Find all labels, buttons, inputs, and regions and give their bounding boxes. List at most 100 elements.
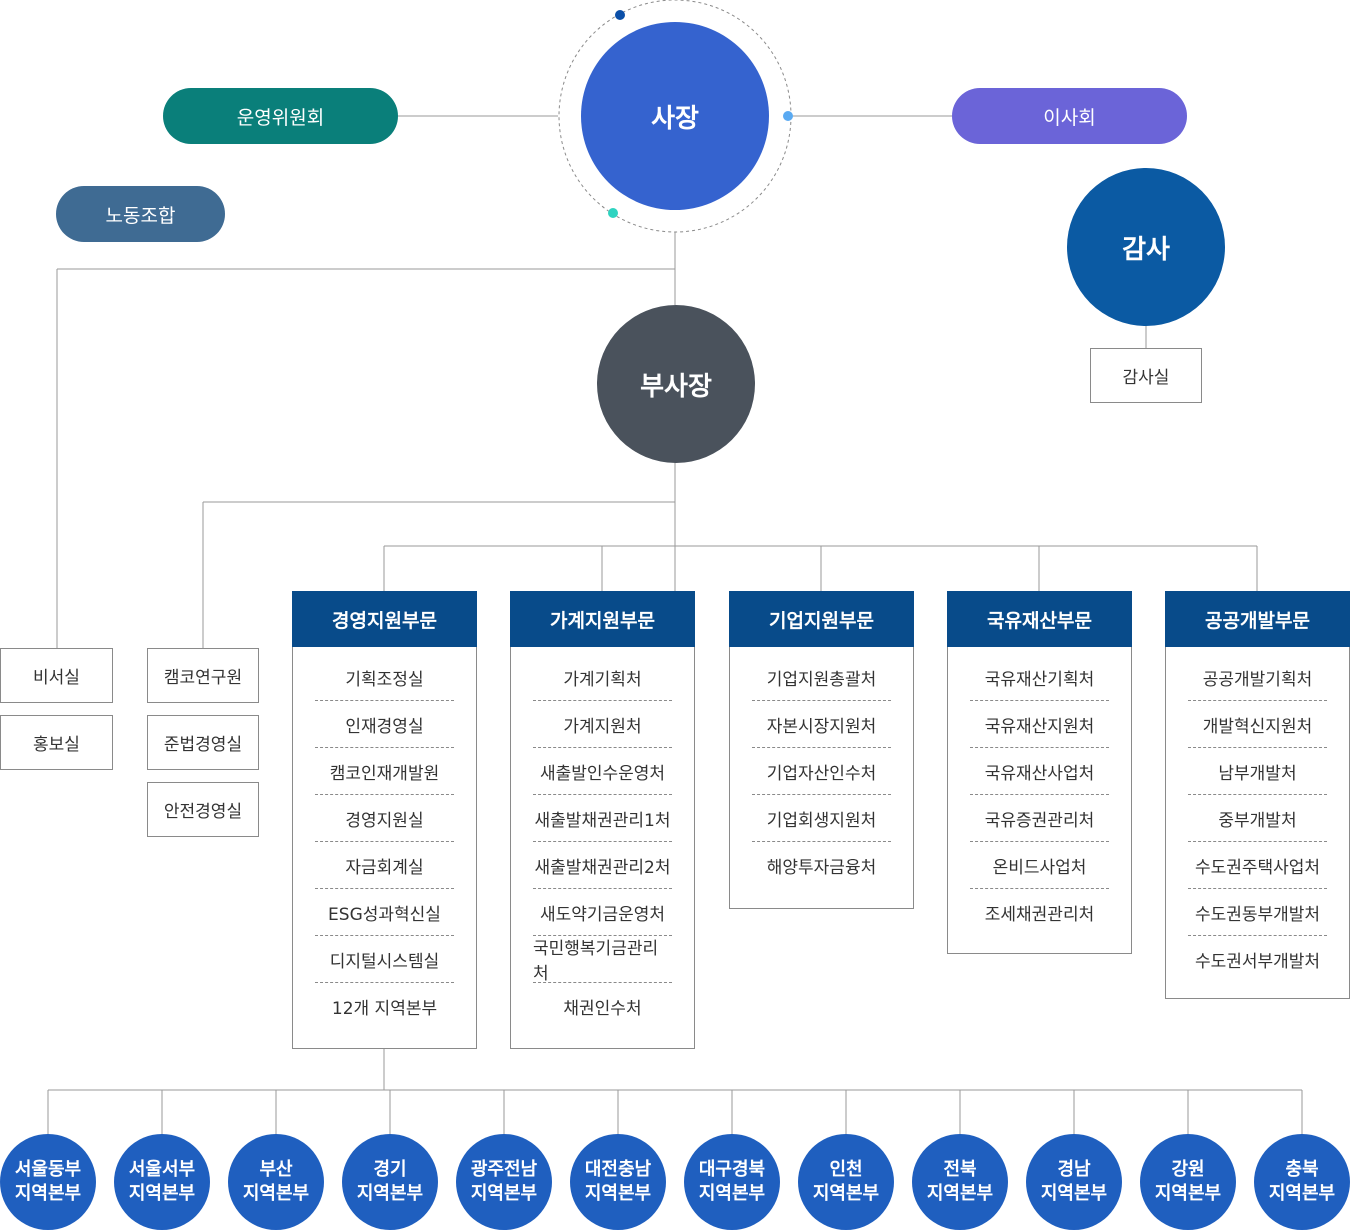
division-item: 수도권동부개발처 — [1188, 889, 1327, 936]
region-name: 전북 — [943, 1159, 977, 1180]
staff-box-secretary: 비서실 — [0, 648, 113, 703]
region-daegu-gyeongbuk: 대구경북 지역본부 — [684, 1134, 780, 1230]
auditor-node: 감사 — [1067, 168, 1225, 326]
division-header: 경영지원부문 — [292, 591, 477, 647]
ring-dot-teal — [608, 208, 618, 218]
region-name: 경남 — [1057, 1159, 1091, 1180]
labor-union-label: 노동조합 — [105, 204, 176, 227]
division-item: 새출발채권관리2처 — [533, 842, 672, 889]
division-item: 공공개발기획처 — [1188, 654, 1327, 701]
staff-label: 홍보실 — [33, 735, 80, 755]
division-item: 기업지원총괄처 — [752, 654, 891, 701]
division-item: 국유재산기획처 — [970, 654, 1109, 701]
region-gyeongnam: 경남 지역본부 — [1026, 1134, 1122, 1230]
region-name: 대전충남 — [584, 1159, 652, 1180]
region-suffix: 지역본부 — [812, 1183, 880, 1204]
region-suffix: 지역본부 — [698, 1183, 766, 1204]
operating-committee-node: 운영위원회 — [163, 88, 398, 144]
division-item: 중부개발처 — [1188, 795, 1327, 842]
region-chungbuk: 충북 지역본부 — [1254, 1134, 1350, 1230]
division-item: 기업자산인수처 — [752, 748, 891, 795]
vice-president-label: 부사장 — [640, 371, 712, 402]
staff-box-compliance: 준법경영실 — [147, 715, 259, 770]
audit-office-box: 감사실 — [1090, 348, 1202, 403]
president-label: 사장 — [651, 103, 699, 134]
staff-label: 준법경영실 — [163, 735, 243, 755]
division-item: 가계기획처 — [533, 654, 672, 701]
division-item: 국유재산사업처 — [970, 748, 1109, 795]
division-item: 기획조정실 — [315, 654, 454, 701]
division-item: 새출발인수운영처 — [533, 748, 672, 795]
audit-office-label: 감사실 — [1122, 368, 1170, 388]
division-item: 남부개발처 — [1188, 748, 1327, 795]
operating-committee-label: 운영위원회 — [236, 106, 325, 129]
board-label: 이사회 — [1043, 106, 1096, 129]
region-suffix: 지역본부 — [1268, 1183, 1336, 1204]
region-name: 충북 — [1285, 1159, 1319, 1180]
auditor-label: 감사 — [1122, 234, 1170, 265]
region-name: 대구경북 — [698, 1159, 766, 1180]
division-header: 공공개발부문 — [1165, 591, 1350, 647]
region-name: 강원 — [1171, 1159, 1205, 1180]
division-item: 새도약기금운영처 — [533, 889, 672, 936]
division-corporate-support: 기업지원부문 기업지원총괄처 자본시장지원처 기업자산인수처 기업회생지원처 해… — [729, 591, 914, 909]
region-name: 부산 — [259, 1159, 293, 1180]
staff-label: 캠코연구원 — [163, 668, 243, 688]
division-item: 국유증권관리처 — [970, 795, 1109, 842]
staff-box-research: 캠코연구원 — [147, 648, 259, 703]
division-item: 자금회계실 — [315, 842, 454, 889]
division-item: 12개 지역본부 — [331, 999, 438, 1019]
division-public-development: 공공개발부문 공공개발기획처 개발혁신지원처 남부개발처 중부개발처 수도권주택… — [1165, 591, 1350, 999]
vice-president-node: 부사장 — [597, 305, 755, 463]
region-suffix: 지역본부 — [128, 1183, 196, 1204]
division-item: ESG성과혁신실 — [315, 889, 454, 936]
division-item: 해양투자금융처 — [766, 858, 877, 878]
division-item: 국유재산지원처 — [970, 701, 1109, 748]
division-item: 채권인수처 — [563, 999, 642, 1019]
division-item: 디지털시스템실 — [315, 936, 454, 983]
staff-label: 비서실 — [33, 668, 80, 688]
division-header: 국유재산부문 — [947, 591, 1132, 647]
division-management-support: 경영지원부문 기획조정실 인재경영실 캠코인재개발원 경영지원실 자금회계실 E… — [292, 591, 477, 1049]
division-item: 수도권주택사업처 — [1188, 842, 1327, 889]
ring-dot-blue — [615, 10, 625, 20]
region-suffix: 지역본부 — [1154, 1183, 1222, 1204]
division-item: 수도권서부개발처 — [1194, 952, 1321, 972]
division-header: 기업지원부문 — [729, 591, 914, 647]
division-state-property: 국유재산부문 국유재산기획처 국유재산지원처 국유재산사업처 국유증권관리처 온… — [947, 591, 1132, 954]
division-item: 개발혁신지원처 — [1188, 701, 1327, 748]
division-item: 조세채권관리처 — [984, 905, 1095, 925]
division-household-support: 가계지원부문 가계기획처 가계지원처 새출발인수운영처 새출발채권관리1처 새출… — [510, 591, 695, 1049]
division-header: 가계지원부문 — [510, 591, 695, 647]
region-daejeon-chungnam: 대전충남 지역본부 — [570, 1134, 666, 1230]
region-suffix: 지역본부 — [242, 1183, 310, 1204]
region-name: 경기 — [373, 1159, 407, 1180]
president-node: 사장 — [581, 22, 769, 210]
staff-label: 안전경영실 — [163, 802, 243, 822]
region-seoul-west: 서울서부 지역본부 — [114, 1134, 210, 1230]
region-name: 서울동부 — [14, 1159, 82, 1180]
region-busan: 부산 지역본부 — [228, 1134, 324, 1230]
region-suffix: 지역본부 — [356, 1183, 424, 1204]
labor-union-node: 노동조합 — [56, 186, 225, 242]
division-item: 경영지원실 — [315, 795, 454, 842]
division-item: 기업회생지원처 — [752, 795, 891, 842]
region-suffix: 지역본부 — [584, 1183, 652, 1204]
region-gwangju-jeonnam: 광주전남 지역본부 — [456, 1134, 552, 1230]
region-gangwon: 강원 지역본부 — [1140, 1134, 1236, 1230]
region-seoul-east: 서울동부 지역본부 — [0, 1134, 96, 1230]
region-suffix: 지역본부 — [14, 1183, 82, 1204]
division-item: 새출발채권관리1처 — [533, 795, 672, 842]
region-suffix: 지역본부 — [1040, 1183, 1108, 1204]
division-item: 자본시장지원처 — [752, 701, 891, 748]
region-name: 서울서부 — [128, 1159, 196, 1180]
region-incheon: 인천 지역본부 — [798, 1134, 894, 1230]
staff-box-pr: 홍보실 — [0, 715, 113, 770]
region-suffix: 지역본부 — [470, 1183, 538, 1204]
division-item: 국민행복기금관리처 — [533, 936, 672, 984]
division-item: 캠코인재개발원 — [315, 748, 454, 795]
region-name: 광주전남 — [470, 1159, 538, 1180]
region-name: 인천 — [829, 1159, 863, 1180]
region-gyeonggi: 경기 지역본부 — [342, 1134, 438, 1230]
